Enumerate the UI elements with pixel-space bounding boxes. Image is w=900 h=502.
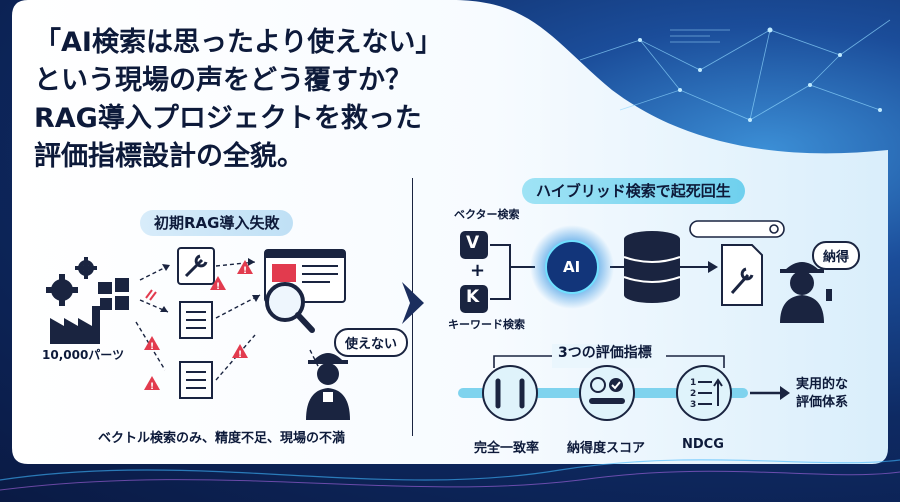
broken-link-icon — [145, 289, 157, 301]
svg-text:!: ! — [238, 350, 242, 360]
keyword-search-icon — [460, 285, 488, 313]
keyword-icon-letter: K — [466, 287, 480, 307]
failure-flow-diagram: !!! !! — [46, 247, 350, 420]
parts-boxes-icon — [98, 278, 129, 310]
metric-label-ndcg: NDCG — [682, 437, 724, 452]
metrics-bracket — [493, 344, 725, 368]
title-line-2: という現場の声をどう覆すか？ — [34, 65, 412, 96]
metrics-header: 3つの評価指標 — [558, 345, 652, 361]
svg-text:1: 1 — [690, 378, 696, 388]
complaint-speech-bubble: 使えない — [334, 328, 409, 357]
svg-text:!: ! — [216, 282, 220, 292]
frustrated-worker-icon — [306, 353, 350, 420]
wrench-document-icon — [177, 247, 215, 285]
parts-count-label: 10,000パーツ — [42, 348, 125, 362]
svg-text:!: ! — [243, 266, 247, 276]
database-icon — [623, 231, 681, 303]
metric-label-exact-match: 完全一致率 — [474, 441, 540, 456]
metric-label-satisfaction: 納得度スコア — [567, 441, 646, 456]
satisfied-speech-bubble: 納得 — [812, 241, 861, 270]
svg-text:3: 3 — [690, 400, 696, 410]
outcome-line-2: 評価体系 — [796, 395, 849, 410]
tech-network-decoration — [579, 19, 891, 122]
success-header: ハイブリッド検索で起死回生 — [522, 178, 745, 204]
vector-icon-letter: V — [466, 233, 480, 253]
title-line-3: RAG導入プロジェクトを救った — [34, 103, 422, 134]
ai-label: AI — [563, 258, 581, 276]
hybrid-search-diagram — [460, 220, 832, 323]
keyword-search-label: キーワード検索 — [448, 318, 525, 331]
smiley-check-icon — [579, 365, 635, 421]
document-icon — [179, 361, 213, 399]
metrics-diagram: 1 2 3 — [458, 365, 790, 421]
outcome-label: 実用的な 評価体系 — [796, 376, 848, 412]
vector-search-icon — [460, 231, 488, 259]
page-title: 「AI検索は思ったより使えない」 という現場の声をどう覆すか？ RAG導入プロジ… — [34, 24, 442, 176]
gear-icon — [46, 257, 97, 306]
warning-icon — [144, 260, 253, 390]
svg-text:2: 2 — [690, 389, 696, 399]
failure-caption: ベクトル検索のみ、精度不足、現場の不満 — [98, 431, 346, 446]
ranked-list-icon: 1 2 3 — [676, 365, 732, 421]
wrench-document-icon — [721, 244, 763, 306]
wrench-pair-icon — [482, 365, 538, 421]
outcome-line-1: 実用的な — [796, 377, 849, 392]
vector-search-label: ベクター検索 — [454, 208, 520, 221]
content-card — [12, 0, 888, 464]
magnifier-icon — [265, 282, 315, 333]
factory-icon — [50, 306, 100, 344]
plus-sign: + — [470, 260, 486, 281]
svg-text:!: ! — [150, 342, 154, 352]
title-line-1: 「AI検索は思ったより使えない」 — [34, 27, 443, 58]
search-bar-icon — [689, 220, 785, 238]
document-icon — [179, 301, 213, 339]
transition-arrow-icon — [402, 282, 424, 324]
failure-header: 初期RAG導入失敗 — [140, 210, 294, 236]
satisfied-worker-icon — [780, 262, 832, 323]
bottom-wave-decoration — [0, 459, 900, 491]
title-line-4: 評価指標設計の全貌。 — [34, 141, 304, 172]
svg-text:!: ! — [150, 382, 154, 392]
ai-brain-icon — [530, 225, 614, 309]
